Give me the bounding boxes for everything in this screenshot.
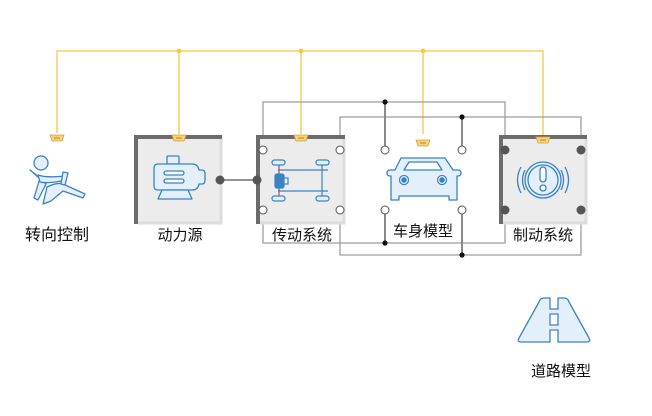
block-label-body: 车身模型: [392, 222, 454, 240]
port-drivetrain-tl[interactable]: [258, 145, 268, 155]
wire-junction: [382, 240, 388, 246]
motor-icon: [153, 155, 206, 200]
port-drivetrain-bl[interactable]: [258, 205, 268, 215]
brake-warning-icon: [516, 161, 570, 199]
wire-junction: [459, 252, 465, 258]
car-icon: [386, 157, 462, 201]
port-body-br[interactable]: [457, 205, 467, 215]
control-bus: [56, 50, 544, 136]
port-body-bl[interactable]: [380, 205, 390, 215]
bus-junctions: [176, 48, 426, 54]
block-frame-drivetrain[interactable]: [256, 135, 346, 225]
wire-junction: [382, 99, 388, 105]
ports: [215, 145, 586, 215]
block-label-steering: 转向控制: [24, 225, 90, 244]
block-label-drivetrain: 传动系统: [271, 226, 333, 244]
driver-steering-icon: [29, 155, 86, 205]
port-body-tl[interactable]: [380, 145, 390, 155]
wire-junctions: [382, 99, 465, 258]
chassis-drivetrain-icon: [271, 159, 330, 202]
port-brake-tl[interactable]: [500, 145, 510, 155]
connector-icon[interactable]: [293, 134, 309, 142]
connector-icon[interactable]: [535, 136, 551, 144]
wire-junction: [459, 114, 465, 120]
road-icon: [517, 297, 591, 343]
block-label-brake: 制动系统: [512, 226, 574, 244]
bus-junction: [420, 48, 426, 54]
port-drivetrain-in[interactable]: [252, 175, 262, 185]
connector-icon[interactable]: [415, 139, 431, 147]
port-drivetrain-br[interactable]: [335, 205, 345, 215]
bus-junction: [298, 48, 304, 54]
port-brake-tr[interactable]: [576, 145, 586, 155]
block-label-power: 动力源: [157, 226, 203, 244]
port-drivetrain-tr[interactable]: [335, 145, 345, 155]
bus-connectors: [49, 134, 551, 147]
port-brake-bl[interactable]: [500, 205, 510, 215]
port-body-tr[interactable]: [457, 145, 467, 155]
connector-icon[interactable]: [49, 134, 65, 142]
port-brake-br[interactable]: [576, 205, 586, 215]
connector-icon[interactable]: [171, 134, 187, 142]
port-power-out[interactable]: [215, 175, 225, 185]
bus-line: [56, 50, 544, 136]
block-label-road: 道路模型: [530, 362, 592, 380]
bus-junction: [176, 48, 182, 54]
